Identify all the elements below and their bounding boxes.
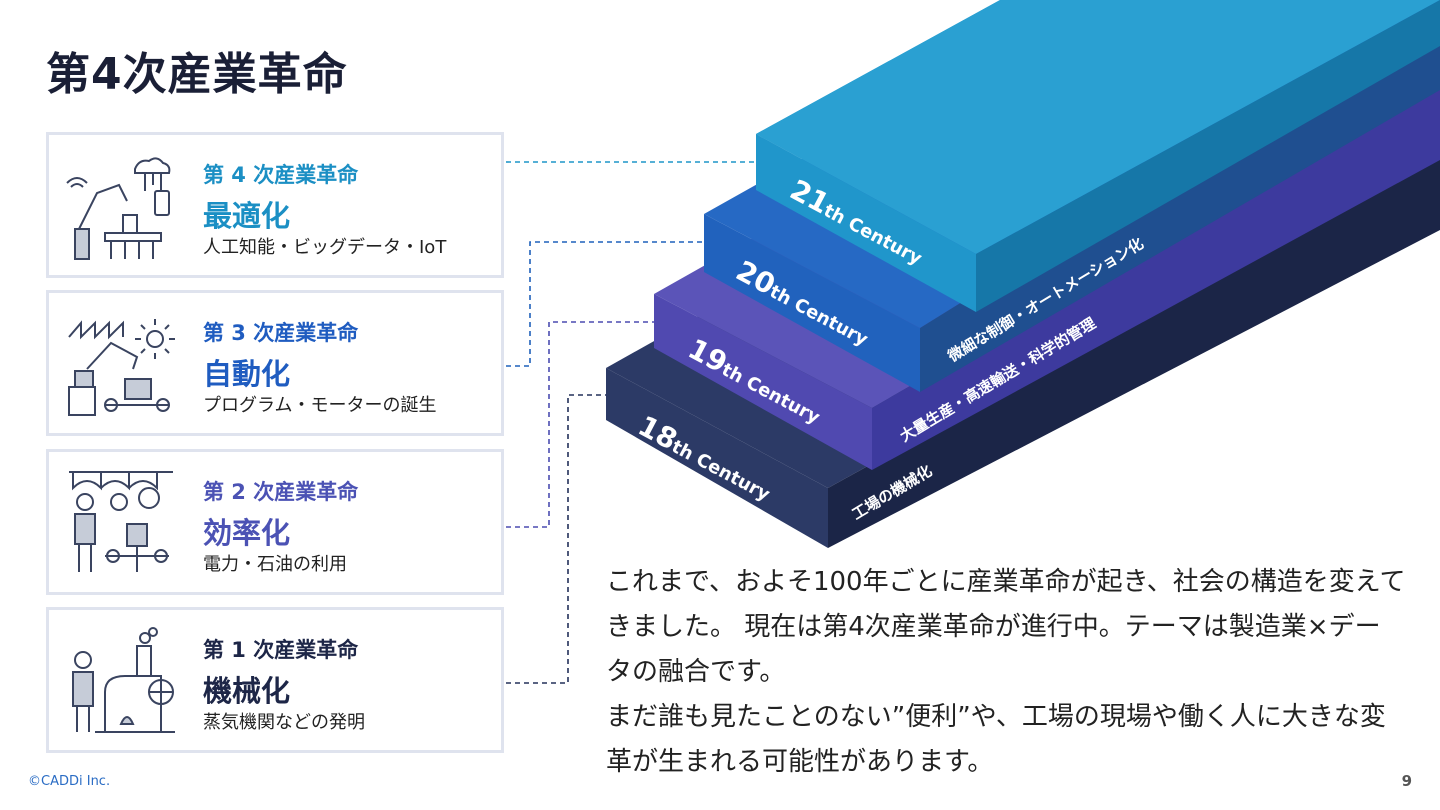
company-copyright: ©CADDi Inc. — [28, 774, 111, 789]
body-paragraph: これまで、およそ100年ごとに産業革命が起き、社会の構造を変えてきました。 現在… — [606, 567, 1406, 687]
card-industry-3: 第 3 次産業革命 自動化 プログラム・モーターの誕生 — [46, 290, 504, 436]
robot-arm-cloud-icon — [66, 157, 171, 260]
connector-lines — [506, 161, 756, 684]
card-heading: 機械化 — [203, 674, 291, 708]
card-industry-4: 第 4 次産業革命 最適化 人工知能・ビッグデータ・IoT — [46, 132, 504, 278]
card-era: 第 1 次産業革命 — [203, 638, 359, 662]
card-heading: 自動化 — [203, 357, 291, 391]
page-title: 第4次産業革命 — [46, 49, 348, 100]
card-subtitle: 人工知能・ビッグデータ・IoT — [203, 237, 447, 258]
card-era: 第 2 次産業革命 — [203, 480, 359, 504]
card-subtitle: 蒸気機関などの発明 — [203, 712, 365, 733]
step-21st — [756, 0, 1440, 312]
card-subtitle: 電力・石油の利用 — [203, 554, 347, 575]
card-heading: 効率化 — [203, 516, 291, 550]
card-industry-2: 第 2 次産業革命 効率化 電力・石油の利用 — [46, 449, 504, 595]
card-heading: 最適化 — [203, 199, 291, 233]
worker-gears-icon — [69, 471, 173, 572]
card-era: 第 4 次産業革命 — [203, 163, 359, 187]
page-number: 9 — [1401, 772, 1412, 790]
connector-19 — [506, 321, 654, 528]
welding-robot-icon — [68, 319, 175, 416]
card-subtitle: プログラム・モーターの誕生 — [203, 395, 437, 416]
connector-20 — [506, 241, 704, 367]
card-era: 第 3 次産業革命 — [203, 321, 359, 345]
card-industry-1: 第 1 次産業革命 機械化 蒸気機関などの発明 — [46, 607, 504, 753]
steam-engine-icon — [72, 627, 175, 733]
body-text: これまで、およそ100年ごとに産業革命が起き、社会の構造を変えてきました。 現在… — [606, 560, 1406, 785]
connector-18 — [506, 394, 606, 684]
body-paragraph: まだ誰も見たことのない”便利”や、工場の現場や働く人に大きな変革が生まれる可能性… — [606, 702, 1386, 777]
